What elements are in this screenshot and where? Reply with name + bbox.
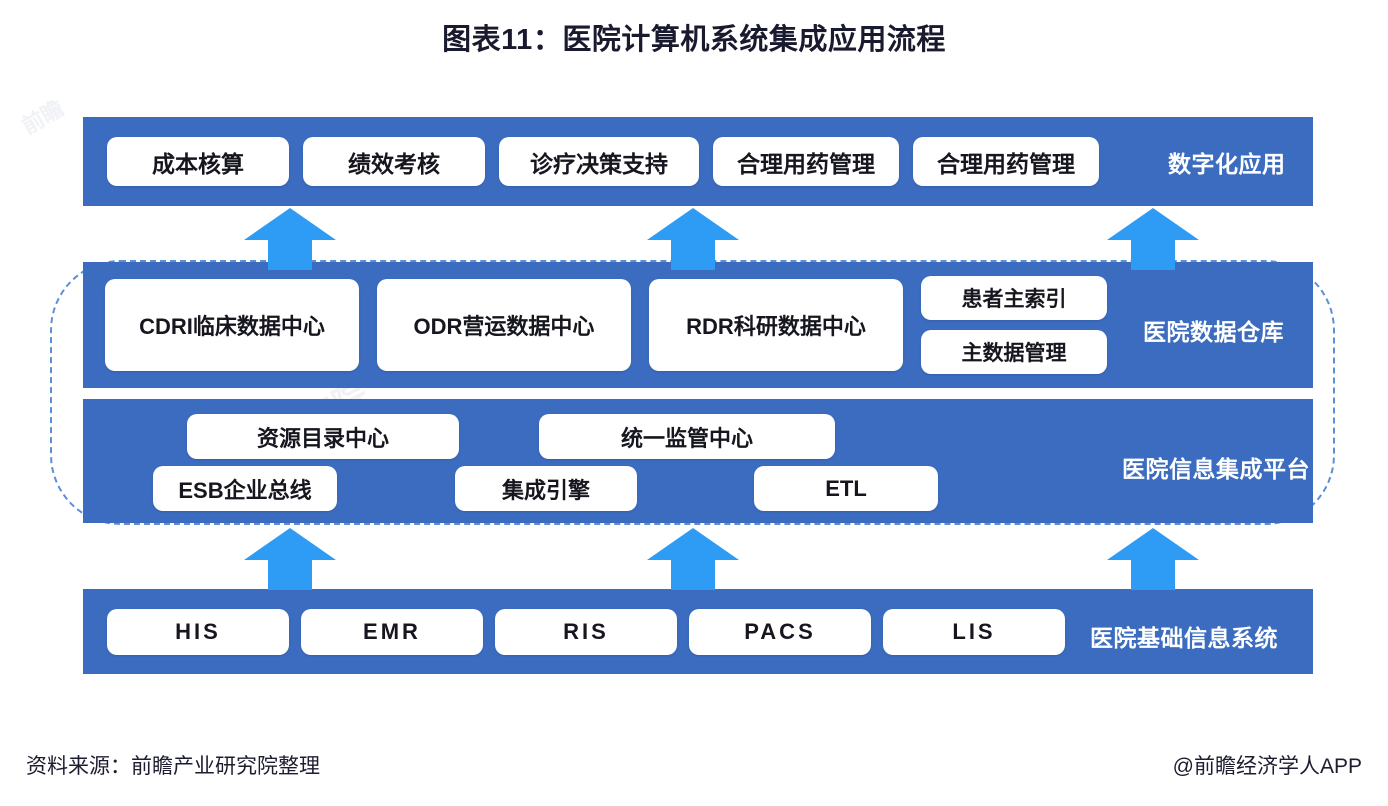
- chip-clinical-decision-support[interactable]: 诊疗决策支持: [499, 137, 699, 186]
- up-arrow-icon: [244, 208, 336, 270]
- data-warehouse-stacked-chips: 患者主索引 主数据管理: [921, 276, 1107, 374]
- chip-etl[interactable]: ETL: [754, 466, 938, 511]
- chip-resource-catalog-center[interactable]: 资源目录中心: [187, 414, 459, 459]
- row-hospital-data-warehouse: CDRI临床数据中心 ODR营运数据中心 RDR科研数据中心 患者主索引 主数据…: [83, 262, 1313, 388]
- up-arrow-icon: [1107, 528, 1199, 590]
- chip-esb-enterprise-bus[interactable]: ESB企业总线: [153, 466, 337, 511]
- row-label-hospital-integration-platform: 医院信息集成平台: [1122, 456, 1310, 482]
- chip-lis[interactable]: LIS: [883, 608, 1065, 655]
- integration-platform-chip-list: 资源目录中心 统一监管中心 ESB企业总线 集成引擎 ETL: [83, 399, 1313, 523]
- chip-pacs[interactable]: PACS: [689, 608, 871, 655]
- basic-system-chip-list: HIS EMR RIS PACS LIS: [107, 608, 1065, 655]
- chip-patient-master-index[interactable]: 患者主索引: [921, 276, 1107, 320]
- chip-integration-engine[interactable]: 集成引擎: [455, 466, 637, 511]
- source-note: 资料来源：前瞻产业研究院整理: [26, 755, 320, 778]
- chip-cdri-clinical-data-center[interactable]: CDRI临床数据中心: [105, 279, 359, 371]
- chip-ris[interactable]: RIS: [495, 608, 677, 655]
- row-label-hospital-data-warehouse: 医院数据仓库: [1143, 319, 1284, 345]
- credit-note: @前瞻经济学人APP: [1172, 755, 1362, 778]
- chip-odr-operation-data-center[interactable]: ODR营运数据中心: [377, 279, 631, 371]
- watermark-text: 前瞻: [17, 95, 69, 140]
- chip-unified-supervision-center[interactable]: 统一监管中心: [539, 414, 835, 459]
- page-title: 图表11：医院计算机系统集成应用流程: [442, 24, 946, 56]
- data-warehouse-chip-list: CDRI临床数据中心 ODR营运数据中心 RDR科研数据中心 患者主索引 主数据…: [105, 276, 1107, 374]
- up-arrow-icon: [1107, 208, 1199, 270]
- row-hospital-basic-information-system: HIS EMR RIS PACS LIS: [83, 589, 1313, 674]
- chip-performance-appraisal[interactable]: 绩效考核: [303, 137, 485, 186]
- chip-emr[interactable]: EMR: [301, 608, 483, 655]
- chip-his[interactable]: HIS: [107, 608, 289, 655]
- chip-cost-accounting[interactable]: 成本核算: [107, 137, 289, 186]
- row-digital-application: 成本核算 绩效考核 诊疗决策支持 合理用药管理 合理用药管理: [83, 117, 1313, 206]
- chip-rational-drug-use-2[interactable]: 合理用药管理: [913, 137, 1099, 186]
- chip-rdr-research-data-center[interactable]: RDR科研数据中心: [649, 279, 903, 371]
- row-hospital-integration-platform: 资源目录中心 统一监管中心 ESB企业总线 集成引擎 ETL: [83, 399, 1313, 523]
- row-label-hospital-basic-information-system: 医院基础信息系统: [1090, 625, 1278, 651]
- chip-rational-drug-use-1[interactable]: 合理用药管理: [713, 137, 899, 186]
- row-label-digital-application: 数字化应用: [1168, 151, 1286, 177]
- up-arrow-icon: [244, 528, 336, 590]
- up-arrow-icon: [647, 528, 739, 590]
- digital-application-chip-list: 成本核算 绩效考核 诊疗决策支持 合理用药管理 合理用药管理: [107, 137, 1099, 186]
- chip-master-data-management[interactable]: 主数据管理: [921, 330, 1107, 374]
- up-arrow-icon: [647, 208, 739, 270]
